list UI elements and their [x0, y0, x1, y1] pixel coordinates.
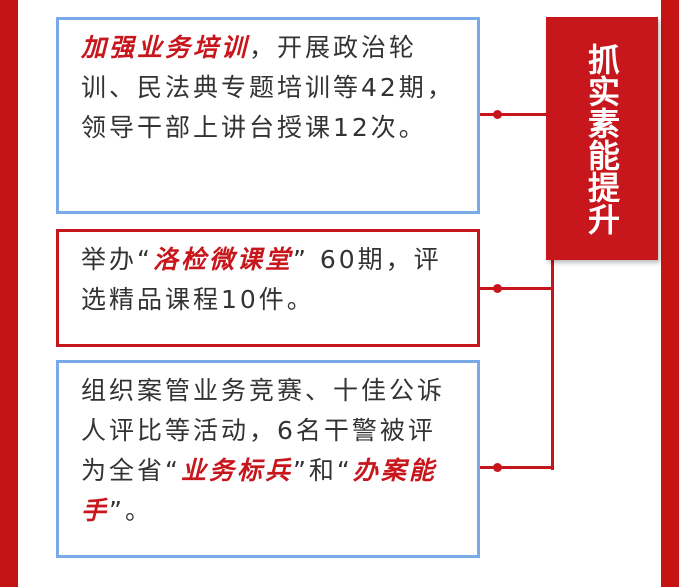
card-middle: ”和“: [292, 456, 353, 485]
connector-line-card-3: [480, 466, 552, 469]
connector-dot-card-3: [493, 463, 502, 472]
card-competition: 组织案管业务竞赛、十佳公诉人评比等活动，6名干警被评为全省“业务标兵”和“办案能…: [56, 360, 480, 558]
card-highlight-2: 办案能手: [81, 456, 437, 525]
card-text: ，开展政治轮训、民法典专题培训等42期，领导干部上讲台授课12次。: [81, 33, 455, 142]
left-red-edge: [0, 0, 18, 587]
section-title: 抓实素能提升: [583, 42, 621, 235]
section-title-box: 抓实素能提升: [546, 17, 658, 260]
connector-line-card-1: [480, 113, 552, 116]
connector-dot-card-1: [493, 110, 502, 119]
connector-line-card-2: [480, 287, 552, 290]
card-business-training: 加强业务培训，开展政治轮训、民法典专题培训等42期，领导干部上讲台授课12次。: [56, 17, 480, 214]
right-red-edge: [661, 0, 679, 587]
card-prefix: 举办“: [81, 245, 153, 274]
connector-vertical-line: [551, 115, 554, 470]
card-highlight-1: 业务标兵: [180, 456, 293, 485]
card-text: 组织案管业务竞赛、十佳公诉人评比等活动，6名干警被评为全省“: [81, 376, 446, 485]
card-highlight: 加强业务培训: [81, 33, 250, 62]
card-suffix: ” 60期，评选精品课程10件。: [81, 245, 442, 314]
connector-dot-card-2: [493, 284, 502, 293]
card-micro-classroom: 举办“洛检微课堂” 60期，评选精品课程10件。: [56, 229, 480, 347]
card-highlight: 洛检微课堂: [152, 245, 293, 274]
card-suffix: ”。: [109, 496, 153, 525]
